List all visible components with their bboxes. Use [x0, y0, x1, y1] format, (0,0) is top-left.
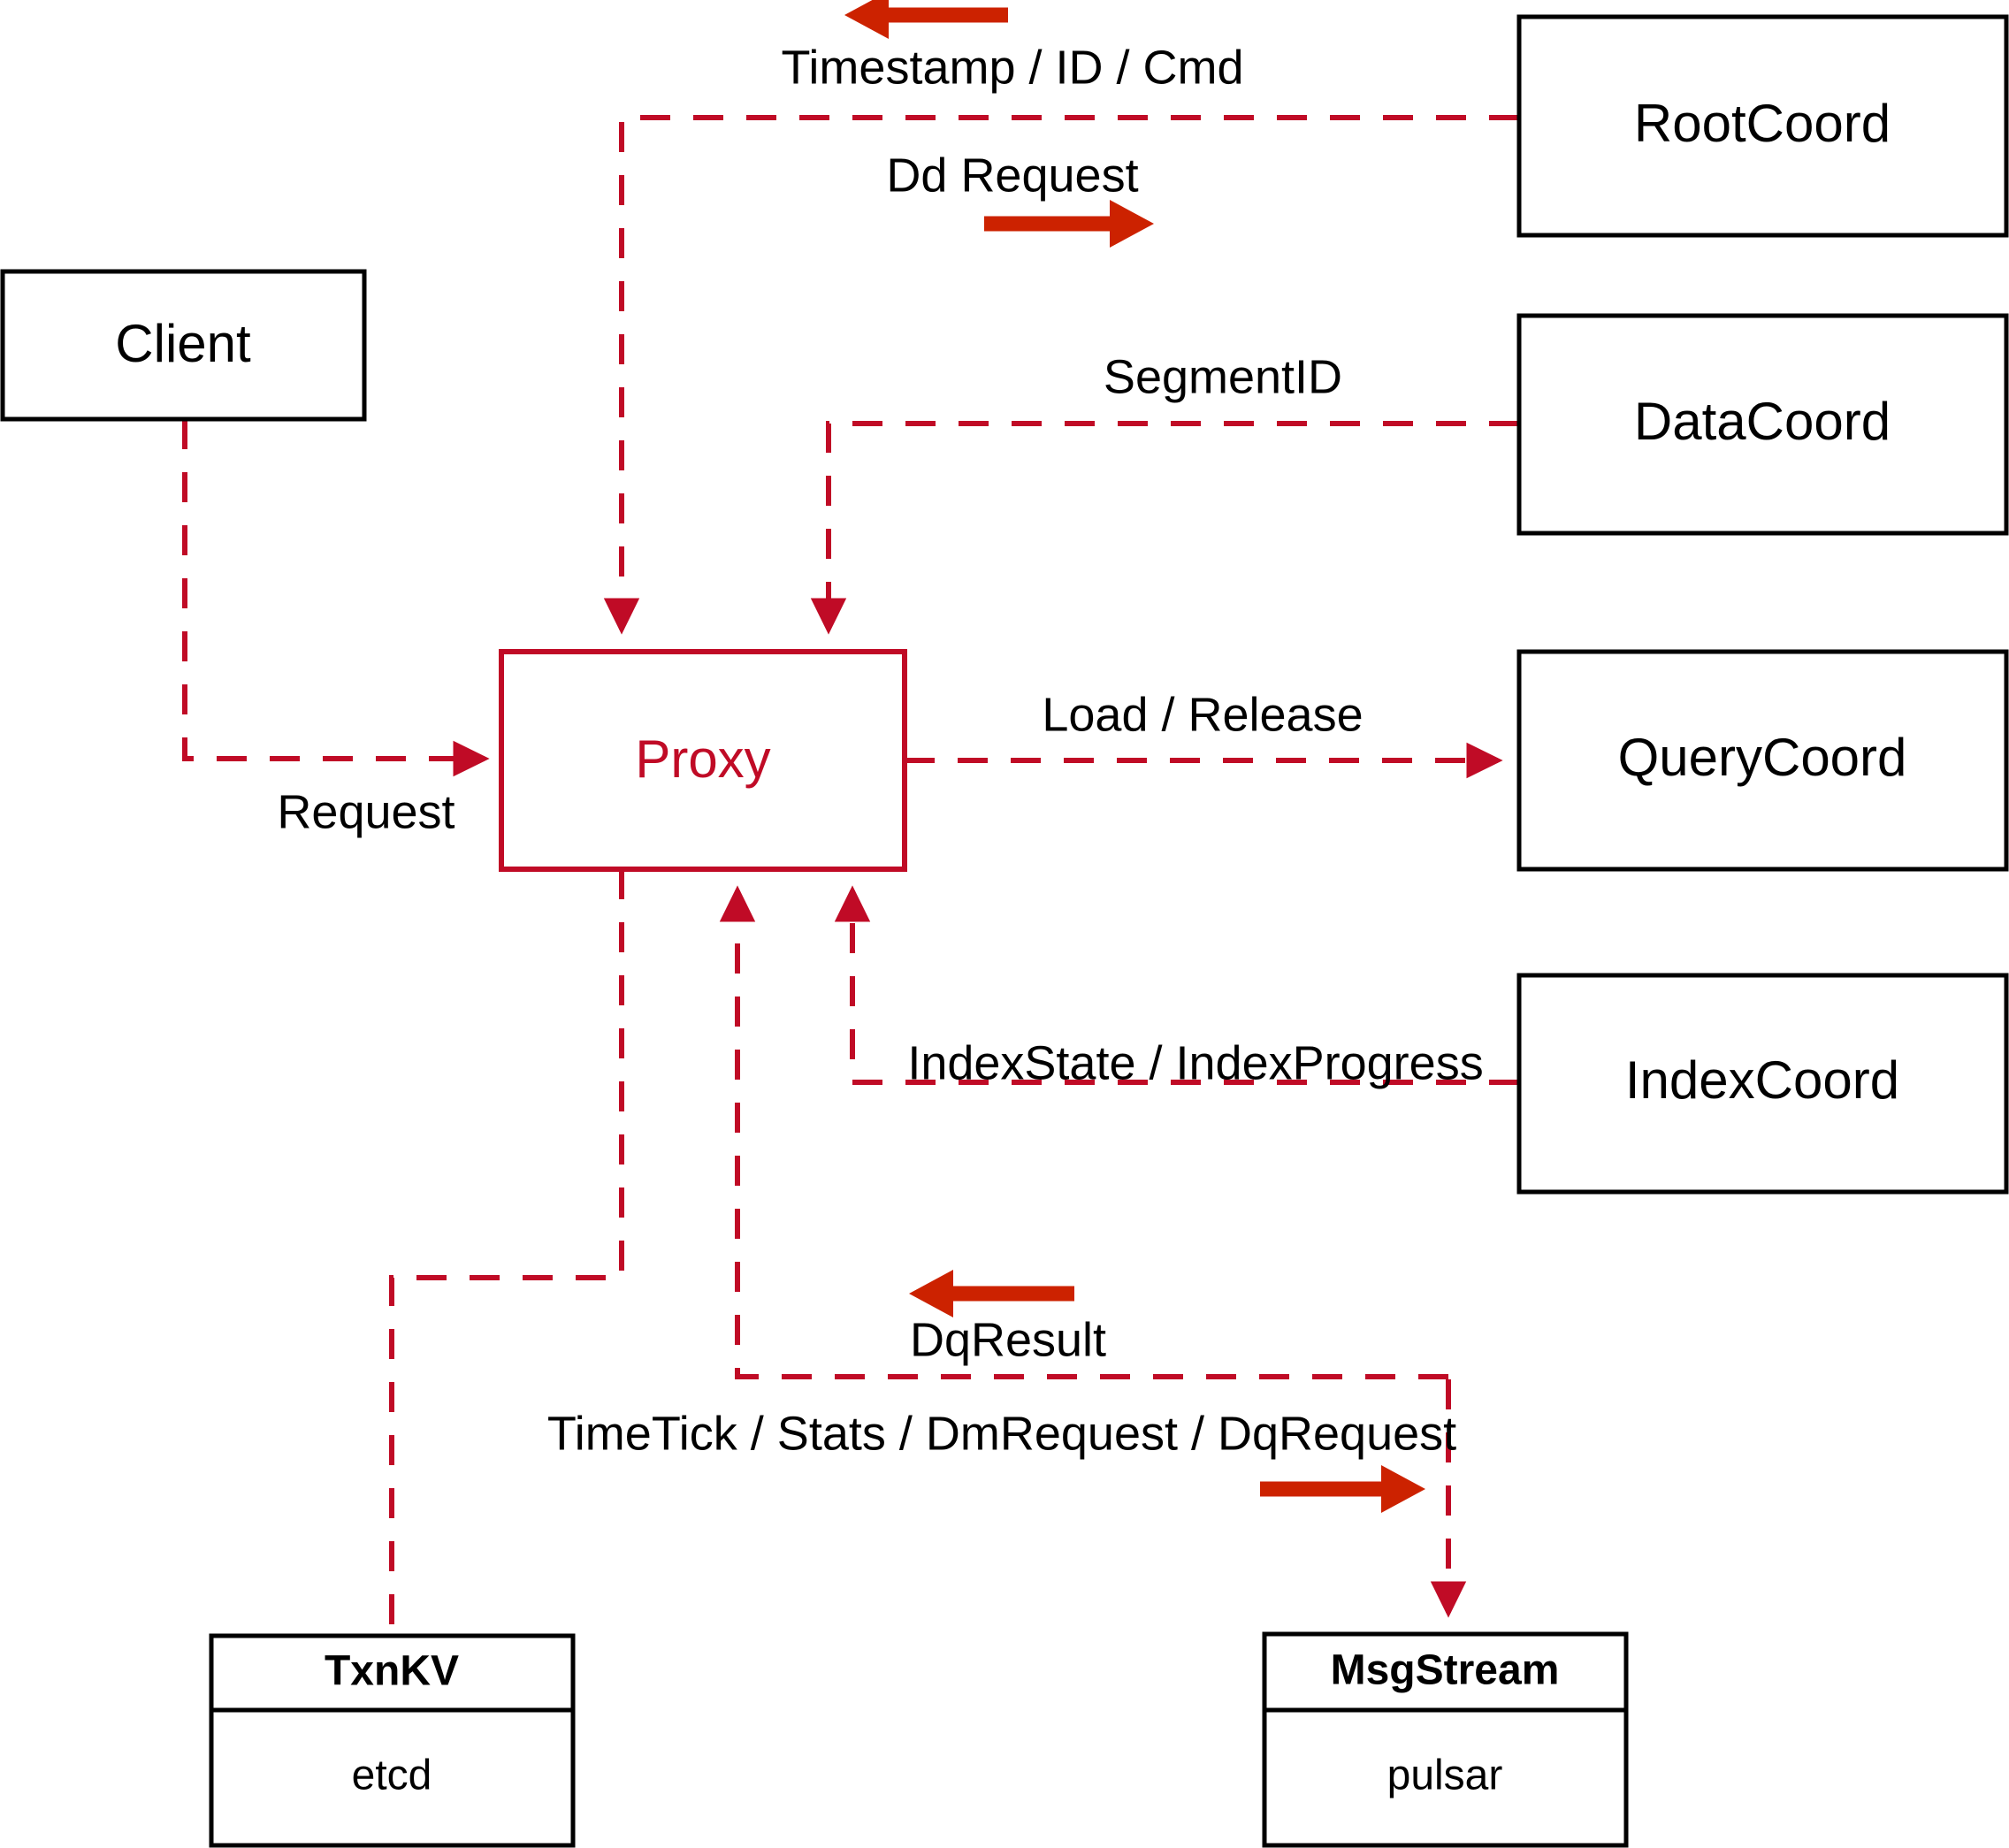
edge-label-dqresult: DqResult	[910, 1313, 1106, 1366]
node-datacoord[interactable]: DataCoord	[1516, 313, 2009, 536]
edge-indexcoord-to-proxy	[834, 885, 1519, 1085]
node-msgstream-body: pulsar	[1387, 1753, 1503, 1799]
node-indexcoord[interactable]: IndexCoord	[1516, 973, 2009, 1195]
node-indexcoord-label: IndexCoord	[1625, 1050, 1899, 1110]
node-proxy[interactable]: Proxy	[499, 649, 907, 872]
node-txnkv-body: etcd	[352, 1753, 432, 1799]
node-msgstream[interactable]: MsgStream pulsar	[1262, 1631, 1629, 1848]
edge-msgstream-to-proxy	[719, 885, 1448, 1379]
edge-label-segmentid: SegmentID	[1104, 350, 1342, 403]
direction-arrow-timestamp-left	[844, 0, 1008, 39]
direction-arrow-dqresult-left	[909, 1270, 1074, 1317]
node-client[interactable]: Client	[0, 269, 367, 422]
node-msgstream-header: MsgStream	[1331, 1647, 1560, 1694]
node-datacoord-label: DataCoord	[1634, 392, 1891, 451]
edge-label-dd-request: Dd Request	[886, 149, 1138, 202]
edge-client-to-proxy	[182, 419, 490, 777]
edge-label-load-release: Load / Release	[1042, 688, 1363, 741]
edge-label-timetick-stats-dmrequest-dqrequest: TimeTick / Stats / DmRequest / DqRequest	[547, 1407, 1456, 1460]
direction-arrow-ddrequest-right	[984, 200, 1154, 248]
edge-label-timestamp-id-cmd: Timestamp / ID / Cmd	[781, 41, 1243, 94]
node-proxy-label: Proxy	[635, 729, 770, 789]
node-querycoord[interactable]: QueryCoord	[1516, 649, 2009, 872]
edge-rootcoord-to-proxy	[603, 115, 1519, 635]
edge-datacoord-to-proxy	[810, 421, 1519, 635]
node-txnkv[interactable]: TxnKV etcd	[209, 1633, 576, 1848]
edge-proxy-to-txnkv	[389, 869, 624, 1636]
node-querycoord-label: QueryCoord	[1618, 728, 1907, 787]
edge-label-request: Request	[277, 785, 455, 838]
node-txnkv-header: TxnKV	[325, 1648, 459, 1695]
edge-label-indexstate-indexprogress: IndexState / IndexProgress	[907, 1036, 1483, 1089]
direction-arrow-dqrequest-right	[1260, 1465, 1425, 1513]
node-rootcoord-label: RootCoord	[1634, 94, 1891, 153]
node-client-label: Client	[115, 314, 251, 373]
node-rootcoord[interactable]: RootCoord	[1516, 14, 2009, 238]
